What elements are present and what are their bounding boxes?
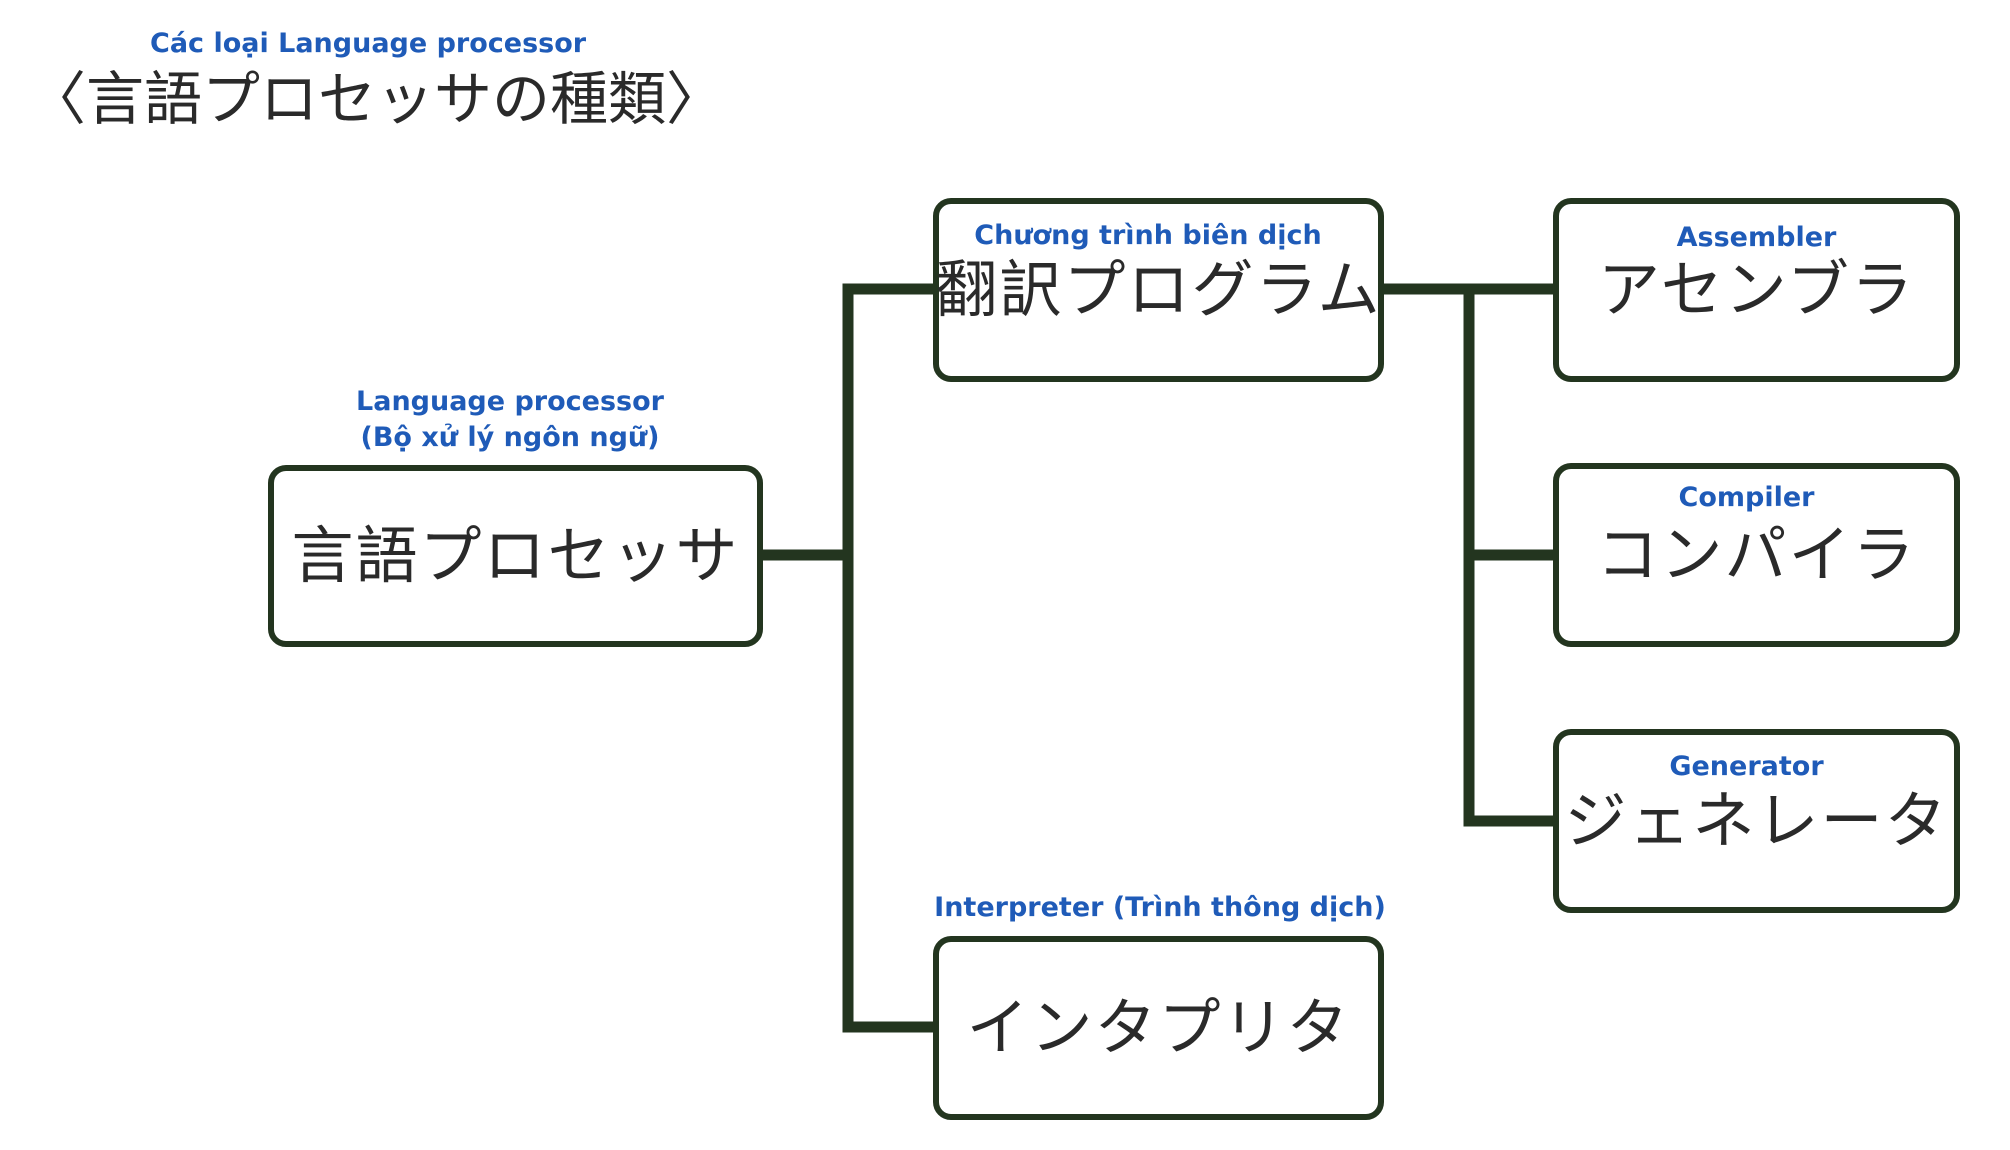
node-language-processor: 言語プロセッサ: [268, 465, 763, 647]
node-interpreter-label: インタプリタ: [966, 991, 1351, 1064]
node-translator: 翻訳プログラム: [933, 198, 1384, 382]
root-caption-line1: Language processor: [356, 386, 664, 417]
title-caption: Các loại Language processor: [150, 28, 587, 59]
page-title: 〈言語プロセッサの種類〉: [28, 65, 725, 133]
node-generator-label: ジェネレータ: [1564, 784, 1949, 857]
node-language-processor-label: 言語プロセッサ: [291, 519, 740, 592]
root-caption-line2: (Bộ xử lý ngôn ngữ): [360, 422, 660, 454]
node-generator: ジェネレータ: [1553, 729, 1960, 913]
node-translator-label: 翻訳プログラム: [935, 253, 1382, 326]
assembler-caption: Assembler: [1676, 222, 1837, 253]
node-compiler-label: コンパイラ: [1596, 518, 1917, 591]
node-assembler: アセンブラ: [1553, 198, 1960, 382]
interpreter-caption: Interpreter (Trình thông dịch): [934, 892, 1386, 923]
translator-caption: Chương trình biên dịch: [974, 220, 1322, 251]
node-assembler-label: アセンブラ: [1598, 253, 1915, 326]
generator-caption: Generator: [1669, 751, 1824, 782]
compiler-caption: Compiler: [1678, 482, 1815, 513]
root-caption: Language processor (Bộ xử lý ngôn ngữ): [315, 384, 705, 457]
node-compiler: コンパイラ: [1553, 463, 1960, 647]
node-interpreter: インタプリタ: [933, 936, 1384, 1120]
